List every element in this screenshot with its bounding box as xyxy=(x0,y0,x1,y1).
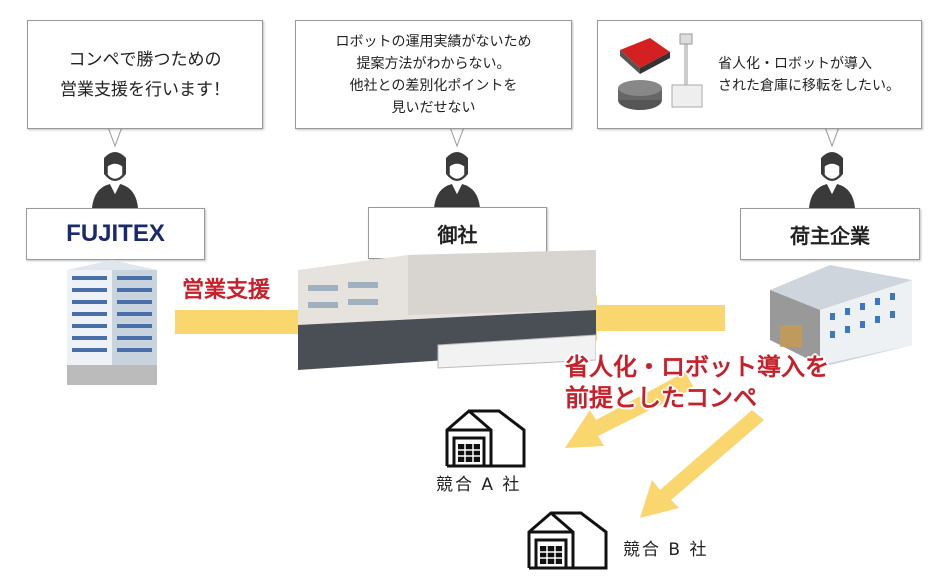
bubble-text: 省人化・ロボットが導入 xyxy=(718,55,872,72)
compe-label: 省人化・ロボット導入を 前提としたコンペ xyxy=(565,352,829,414)
compe-label-line: 省人化・ロボット導入を xyxy=(565,353,829,381)
shipper-building-image xyxy=(770,265,912,365)
speech-bubble-shipper: 省人化・ロボットが導入された倉庫に移転をしたい。 xyxy=(597,20,922,129)
bubble-text: ロボットの運用実績がないため xyxy=(335,33,532,50)
sales-support-label: 営業支援 xyxy=(182,278,271,303)
speech-bubble-fujitex: コンペで勝つための営業支援を行います！ xyxy=(27,20,263,129)
person-icon xyxy=(433,151,481,208)
warehouse-icon-competitor-b xyxy=(527,511,608,570)
bubble-text: 営業支援を行います！ xyxy=(60,79,230,100)
bubble-tail-shipper xyxy=(824,126,840,148)
person-icon xyxy=(808,151,856,208)
competitor-a-label: 競合 A 社 xyxy=(436,475,522,495)
person-icon xyxy=(91,151,139,208)
bubble-text: された倉庫に移転をしたい。 xyxy=(718,77,900,94)
bubble-text: コンペで勝つための xyxy=(68,49,222,70)
bubble-tail-fujitex xyxy=(107,126,123,148)
bubble-text: 提案方法がわからない。 xyxy=(356,55,511,72)
arrow-to-competitor-a xyxy=(565,372,694,448)
bubble-tail-client xyxy=(449,126,465,148)
arrow-sales-support xyxy=(175,300,332,344)
arrow-shipper-to-client xyxy=(568,295,725,341)
bubble-text: 他社との差別化ポイントを xyxy=(349,77,518,94)
warehouse-image xyxy=(298,250,596,370)
speech-bubble-client: ロボットの運用実績がないため提案方法がわからない。他社との差別化ポイントを見いだ… xyxy=(295,20,572,129)
office-tower-image xyxy=(67,260,157,385)
warehouse-icon-competitor-a xyxy=(445,409,526,468)
shipper-label: 荷主企業 xyxy=(740,208,920,260)
arrow-to-competitor-b xyxy=(640,410,764,518)
bubble-text: 見いだせない xyxy=(391,99,476,116)
robot-images xyxy=(618,33,703,110)
fujitex-logo: FUJITEX xyxy=(26,208,205,260)
competitor-b-label: 競合 B 社 xyxy=(623,540,709,560)
compe-label-line: 前提としたコンペ xyxy=(565,384,757,412)
